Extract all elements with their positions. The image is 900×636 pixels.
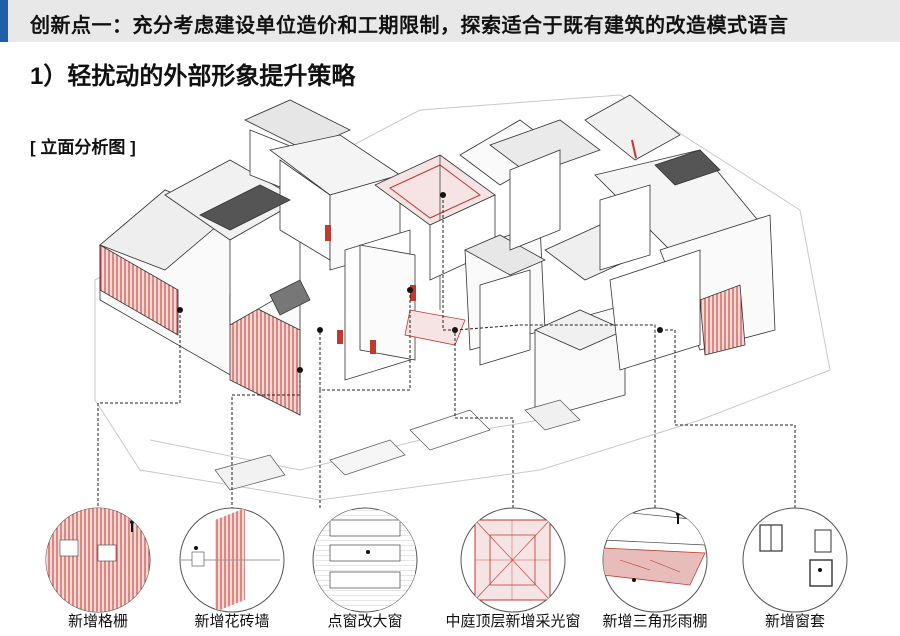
caption-window-frame: 新增窗套 xyxy=(764,613,825,630)
detail-brick-wall xyxy=(179,507,285,613)
leader-lines xyxy=(97,195,796,510)
detail-atrium-skylight xyxy=(460,507,566,613)
caption-large-window: 点窗改大窗 xyxy=(327,613,403,630)
detail-large-window xyxy=(312,507,418,613)
caption-skylight: 中庭顶层新增采光窗 xyxy=(445,613,581,630)
diagram-label: [ 立面分析图 ] xyxy=(30,138,136,157)
ground-landscape xyxy=(214,399,581,491)
detail-window-frame xyxy=(742,507,848,613)
caption-canopy: 新增三角形雨棚 xyxy=(602,613,708,630)
middle-building-cluster xyxy=(404,119,641,421)
right-building-cluster xyxy=(584,94,776,371)
detail-vertical-grille xyxy=(45,507,151,613)
section-title: 1）轻扰动的外部形象提升策略 xyxy=(30,63,356,90)
header-bar xyxy=(0,0,900,42)
caption-brick-wall: 新增花砖墙 xyxy=(194,613,270,630)
page-title: 创新点一：充分考虑建设单位造价和工期限制，探索适合于既有建筑的改造模式语言 xyxy=(30,15,789,37)
caption-grille: 新增格栅 xyxy=(67,613,128,630)
header-accent xyxy=(0,0,8,42)
detail-triangular-canopy xyxy=(602,507,708,613)
left-building-cluster xyxy=(99,99,416,416)
